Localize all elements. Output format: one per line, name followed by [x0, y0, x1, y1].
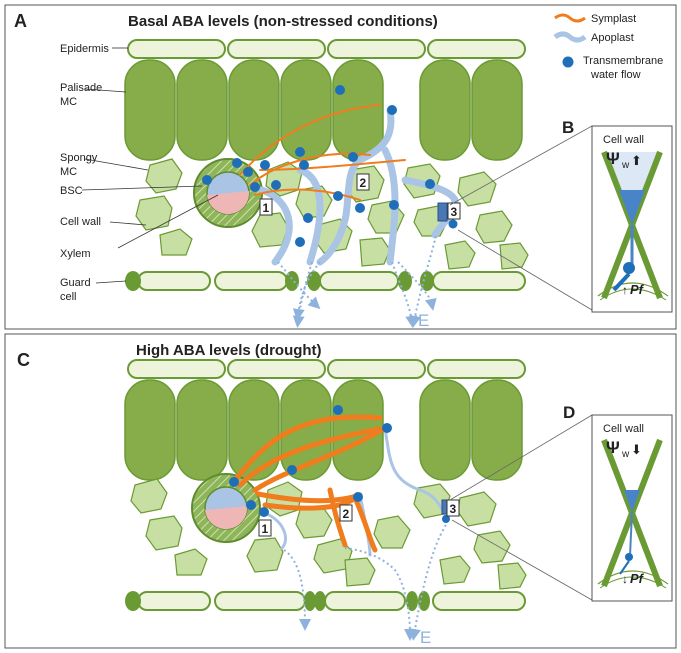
panel-d-psi: Ψ: [606, 438, 620, 457]
bundle-sheath-c: [191, 473, 261, 543]
svg-text:3: 3: [451, 205, 458, 219]
transmembrane-dots-c: [229, 405, 392, 517]
panel-b-pf: Pf: [630, 282, 645, 297]
legend-transmembrane-label-1: Transmembrane: [583, 55, 663, 67]
epidermis-bottom-a: [137, 271, 526, 291]
side-labels-a: Epidermis Palisade MC Spongy MC BSC Cell…: [60, 43, 109, 303]
spongy-cells-c: [130, 478, 527, 590]
guard-cells-a: [125, 271, 434, 291]
aquaporin-block-a: [437, 202, 448, 222]
svg-text:1: 1: [263, 201, 270, 215]
svg-text:Guard: Guard: [60, 277, 91, 289]
panel-c-letter: C: [17, 350, 30, 370]
panel-d-cell-wall: Cell wall: [603, 423, 644, 435]
epidermis-top-c: [127, 359, 526, 379]
panel-b-psi: Ψ: [606, 149, 620, 168]
legend-transmembrane-swatch: [562, 56, 574, 68]
svg-text:cell: cell: [60, 291, 77, 303]
transpiration-label-a: E: [418, 311, 429, 330]
svg-text:Spongy: Spongy: [60, 152, 98, 164]
panel-c-title: High ABA levels (drought): [136, 342, 322, 359]
callout-line-d-top: [449, 414, 593, 501]
transpiration-arrows-a: [277, 235, 437, 328]
pathway-number-1-c: 1: [258, 519, 272, 537]
panel-d-pf-arrow: ↓: [622, 572, 628, 586]
svg-text:3: 3: [450, 502, 457, 516]
legend-apoplast-label: Apoplast: [591, 32, 634, 44]
svg-text:Epidermis: Epidermis: [60, 43, 109, 55]
spongy-cells-a: [135, 158, 529, 270]
svg-text:2: 2: [360, 176, 367, 190]
panel-b-cell-wall: Cell wall: [603, 134, 644, 146]
epidermis-bottom-c: [137, 591, 526, 611]
panel-b-psi-arrow: ⬆: [631, 153, 642, 168]
panel-d-letter: D: [563, 403, 575, 422]
label-leader-lines-a: [81, 47, 219, 284]
transpiration-label-c: E: [420, 628, 431, 647]
transmembrane-dots-a: [202, 85, 435, 247]
svg-text:MC: MC: [60, 96, 77, 108]
palisade-cells-c: [124, 379, 523, 481]
panel-d-pf: Pf: [630, 571, 645, 586]
svg-text:Xylem: Xylem: [60, 248, 91, 260]
legend-apoplast-swatch: [553, 31, 587, 43]
pathway-number-1-a: 1: [259, 198, 273, 216]
panel-b-psi-sub: w: [621, 160, 630, 171]
svg-text:2: 2: [343, 507, 350, 521]
callout-line-d-bottom: [451, 519, 593, 601]
epidermis-top-a: [127, 39, 526, 59]
pathway-number-3-c: 3: [446, 499, 460, 517]
pathway-number-2-a: 2: [356, 173, 370, 191]
svg-text:1: 1: [262, 522, 269, 536]
transpiration-arrows-c: [283, 524, 447, 641]
svg-text:Cell wall: Cell wall: [60, 216, 101, 228]
aquaporin-dot-c: [442, 515, 450, 523]
panel-d-psi-sub: w: [621, 449, 630, 460]
palisade-cells-a: [124, 59, 523, 161]
panel-b-inset: Cell wall Ψ w ⬆ ↑ Pf: [591, 125, 673, 313]
legend-transmembrane-label-2: water flow: [590, 69, 641, 81]
panel-a-title: Basal ABA levels (non-stressed condition…: [128, 13, 438, 30]
aquaporin-dot-a: [448, 219, 458, 229]
svg-text:BSC: BSC: [60, 185, 83, 197]
panel-d-psi-arrow: ⬇: [631, 442, 642, 457]
symplast-paths-c: [232, 414, 388, 553]
svg-text:MC: MC: [60, 166, 77, 178]
pathway-number-2-c: 2: [339, 504, 353, 522]
legend-symplast-label: Symplast: [591, 13, 636, 25]
callout-line-b-top: [449, 125, 593, 206]
svg-text:Palisade: Palisade: [60, 82, 102, 94]
legend-symplast-swatch: [554, 13, 586, 23]
pathway-number-3-a: 3: [447, 202, 461, 220]
panel-d-inset: Cell wall Ψ w ⬇ ↓ Pf: [591, 414, 673, 602]
legend: Symplast Apoplast Transmembrane water fl…: [553, 13, 663, 81]
panel-a-letter: A: [14, 11, 27, 31]
panel-b-pf-arrow: ↑: [622, 283, 628, 297]
callout-line-b-bottom: [457, 229, 593, 311]
panel-b-letter: B: [562, 118, 574, 137]
